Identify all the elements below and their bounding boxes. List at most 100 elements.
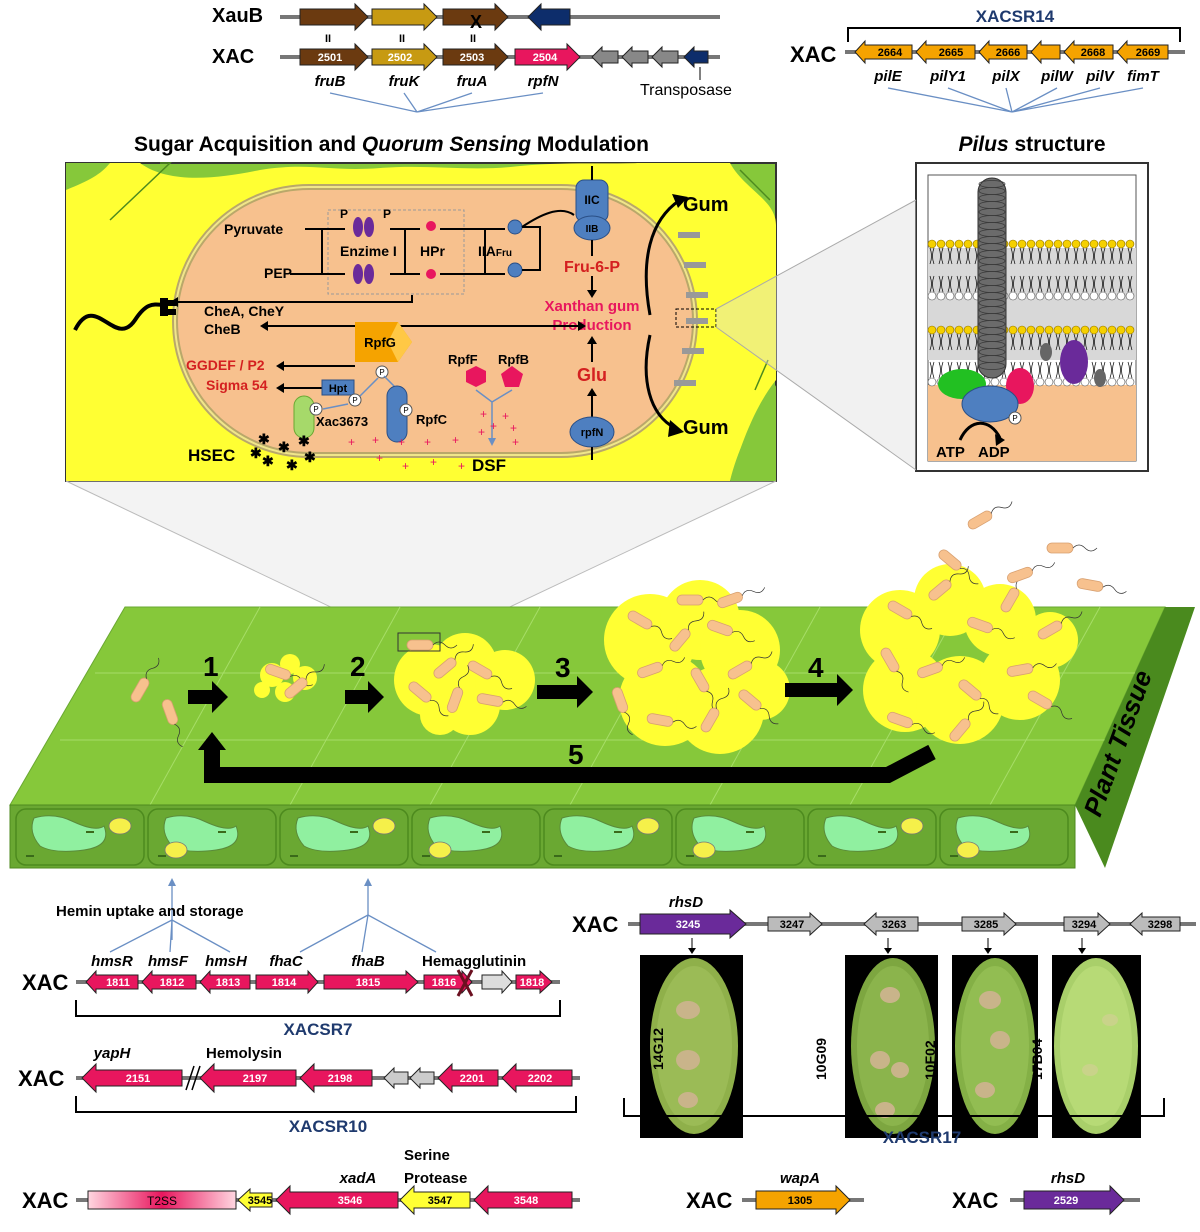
cluster-xacsr17: XACSR17 xyxy=(883,1128,961,1147)
lipid-tail xyxy=(1109,275,1115,293)
lipid-tail xyxy=(1091,275,1097,293)
lipid-head xyxy=(1080,377,1090,387)
flagellum xyxy=(145,657,160,679)
gene-1305 xyxy=(755,1184,851,1216)
lipid-head xyxy=(1107,291,1117,301)
gene-1813-label: 1813 xyxy=(216,977,240,989)
lipid-head xyxy=(927,325,937,335)
lipid-tail xyxy=(1118,361,1124,379)
leaf-label-10g09: 10G09 xyxy=(813,1038,829,1080)
enzime-dimer-1a xyxy=(353,217,363,237)
lipid-head xyxy=(1044,239,1054,249)
xaub-label: XauB xyxy=(212,5,263,27)
gene-2502 xyxy=(371,42,438,72)
lipid-head xyxy=(1080,325,1090,335)
flagellum xyxy=(624,711,633,736)
bracket-xacsr17 xyxy=(623,1098,1165,1117)
atp-label: ATP xyxy=(936,444,965,461)
flagellum xyxy=(715,687,730,709)
lipid-head xyxy=(1062,325,1072,335)
leaf-10g09 xyxy=(845,955,938,1138)
iib-label: IIB xyxy=(586,224,599,235)
lipid-head xyxy=(1080,239,1090,249)
gene-2504-label: 2504 xyxy=(533,52,558,64)
phospho-hpt xyxy=(348,393,362,407)
phospho-top-label: P xyxy=(379,368,384,377)
gene-3545-label: 3545 xyxy=(248,1195,272,1207)
lipid-head xyxy=(1125,239,1135,249)
plant-vacuole xyxy=(31,815,107,852)
hemolysin-label: Hemolysin xyxy=(206,1045,282,1062)
pilus-atpase xyxy=(961,385,1019,423)
iia-label: IIAFru xyxy=(478,243,512,259)
zoom-box xyxy=(675,308,717,328)
plant-nucleus xyxy=(428,841,452,859)
flagellum xyxy=(959,567,979,585)
lipid-head xyxy=(1026,239,1036,249)
lipid-tail xyxy=(965,275,971,293)
lipid-head xyxy=(927,239,937,249)
gene-2197-label: 2197 xyxy=(243,1073,267,1085)
plant-tissue: Plant Tissue 1 2 3 4 5 xyxy=(9,501,1195,869)
gene-name-hmsr: hmsR xyxy=(91,953,133,970)
gene-2201 xyxy=(437,1062,499,1094)
bacterium xyxy=(676,594,704,606)
plant-vacuole xyxy=(295,815,371,852)
t2ss-label: T2SS xyxy=(147,1194,177,1208)
lipid-head xyxy=(1125,377,1135,387)
leaf-10f02 xyxy=(952,955,1038,1138)
gene-1818 xyxy=(515,969,553,995)
dsf-molecule: + xyxy=(478,425,485,439)
flagellum xyxy=(457,665,470,688)
gene-2503 xyxy=(442,42,509,72)
lipid-head xyxy=(1125,325,1135,335)
lipid-tail xyxy=(1055,361,1061,379)
che-label-2: CheB xyxy=(204,321,241,337)
gene-3245-label: 3245 xyxy=(676,919,700,931)
dsf-molecule: + xyxy=(502,409,509,423)
leaf-label-17b04: 17B04 xyxy=(1029,1039,1045,1080)
gene-3247 xyxy=(767,911,823,937)
rpff-label: RpfF xyxy=(448,352,478,367)
lipid-head xyxy=(1008,239,1018,249)
plant-nucleus xyxy=(692,841,716,859)
glu-label: Glu xyxy=(577,365,607,385)
hpr-dot-1 xyxy=(426,221,436,231)
lipid-tail xyxy=(956,247,962,265)
bacterium xyxy=(967,510,993,530)
lipid-head xyxy=(1035,239,1045,249)
lipid-tail xyxy=(947,247,953,265)
pilus-protein-purple xyxy=(1060,340,1088,384)
xac-label-17: XAC xyxy=(572,912,619,937)
gum-label-bottom: Gum xyxy=(683,417,729,439)
gene-name-yaph: yapH xyxy=(93,1045,132,1062)
gene-2501-label: 2501 xyxy=(318,52,342,64)
lipid-tail xyxy=(1064,275,1070,293)
lipid-head xyxy=(1026,291,1036,301)
plant-nucleus xyxy=(900,817,924,835)
step-5: 5 xyxy=(568,739,584,770)
flagellum xyxy=(750,651,773,664)
lipid-tail xyxy=(1010,247,1016,265)
flagellum xyxy=(992,627,1015,640)
flagellum xyxy=(1032,663,1057,668)
step-arrow-1 xyxy=(188,681,228,713)
lipid-head xyxy=(1107,239,1117,249)
hsec-molecule: ✱ xyxy=(258,431,270,447)
leaf-label-14g12: 14G12 xyxy=(650,1028,666,1070)
serine-label-1: Serine xyxy=(404,1147,450,1164)
lipid-head xyxy=(1071,239,1081,249)
lipid-head xyxy=(936,239,946,249)
gene-3547 xyxy=(399,1184,471,1216)
gene-2669-label: 2669 xyxy=(1136,47,1160,59)
gene-name-rhsd: rhsD xyxy=(669,894,703,911)
lipid-head xyxy=(1107,377,1117,387)
xanthan-label: Xanthan gum xyxy=(544,298,639,315)
lipid-head xyxy=(927,291,937,301)
lipid-tail xyxy=(1082,275,1088,293)
leaf-side xyxy=(1075,607,1195,868)
p-right: P xyxy=(383,207,391,221)
lipid-head xyxy=(1071,325,1081,335)
gene-3294-label: 3294 xyxy=(1072,919,1097,931)
rpff-hexagon xyxy=(466,366,486,387)
